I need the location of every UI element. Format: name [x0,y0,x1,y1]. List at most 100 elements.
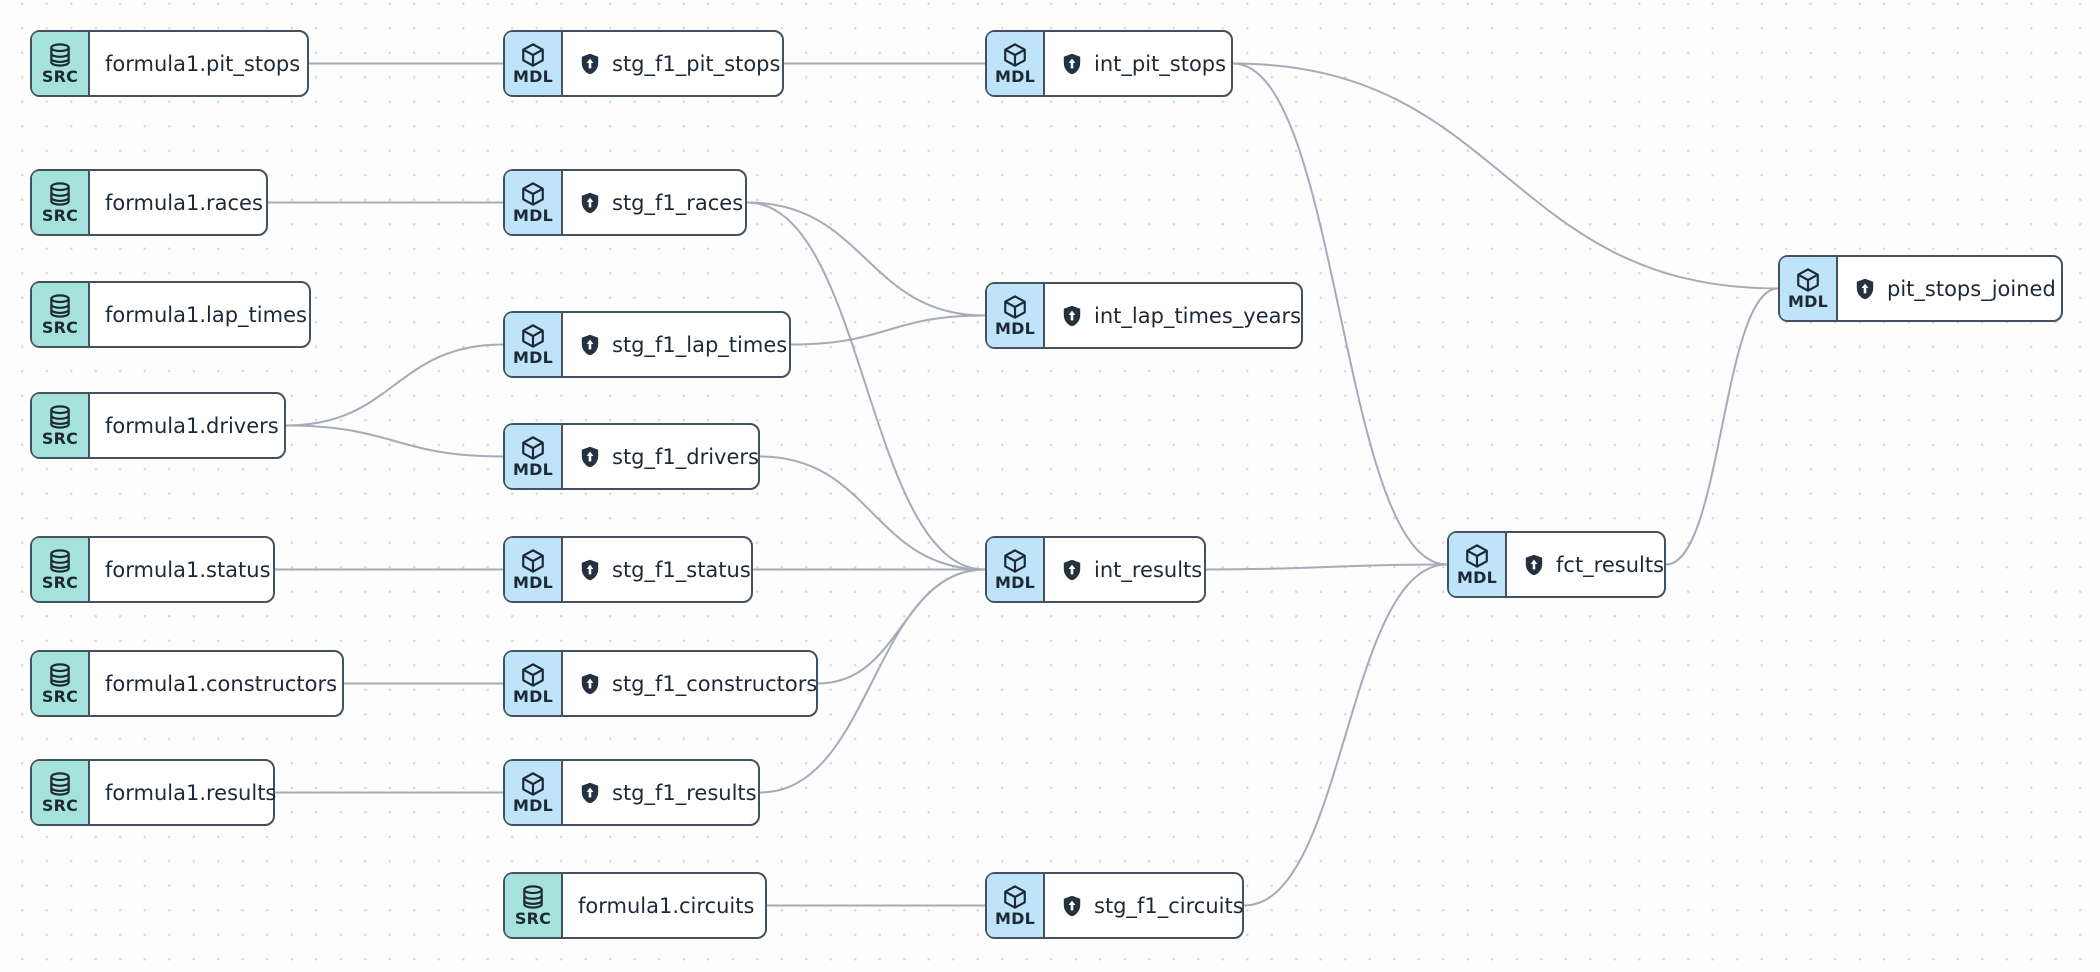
node-label: formula1.pit_stops [105,51,301,76]
lineage-node-formula1.pit_stops[interactable]: SRC formula1.pit_stops [30,30,309,97]
cube-icon [520,771,546,797]
lineage-node-stg_f1_races[interactable]: MDL stg_f1_races [503,169,747,236]
node-label: formula1.lap_times [105,302,307,327]
node-label: stg_f1_constructors [612,671,818,696]
shield-icon [578,781,602,805]
edge-stg_f1_races--int_lap_times_years [746,201,986,317]
lineage-node-formula1.drivers[interactable]: SRC formula1.drivers [30,392,286,459]
database-icon [520,884,546,910]
lineage-node-stg_f1_drivers[interactable]: MDL stg_f1_drivers [503,423,760,490]
node-label: fct_results [1556,552,1665,577]
cube-icon [520,42,546,68]
lineage-node-formula1.races[interactable]: SRC formula1.races [30,169,268,236]
node-type-badge: MDL [505,32,563,95]
lineage-node-stg_f1_circuits[interactable]: MDL stg_f1_circuits [985,872,1244,939]
node-label: formula1.constructors [105,671,338,696]
lineage-node-stg_f1_constructors[interactable]: MDL stg_f1_constructors [503,650,818,717]
lineage-node-pit_stops_joined[interactable]: MDL pit_stops_joined [1778,255,2063,322]
node-type-badge: MDL [987,874,1045,937]
cube-icon [520,435,546,461]
node-type-label: MDL [995,573,1035,592]
node-type-label: MDL [995,67,1035,86]
node-type-badge: MDL [987,538,1045,601]
edge-stg_f1_lap_times--int_lap_times_years [790,314,986,346]
shield-icon [578,672,602,696]
node-type-badge: MDL [987,32,1045,95]
edge-stg_f1_circuits--fct_results [1243,563,1448,907]
database-icon [47,404,73,430]
edge-formula1.drivers--stg_f1_lap_times [285,343,504,427]
node-type-label: SRC [41,429,79,448]
node-type-label: SRC [41,318,79,337]
cube-icon [1795,267,1821,293]
node-type-label: MDL [513,206,553,225]
database-icon [47,181,73,207]
node-type-label: MDL [995,909,1035,928]
shield-icon [578,333,602,357]
node-label: formula1.races [105,190,263,215]
lineage-node-formula1.lap_times[interactable]: SRC formula1.lap_times [30,281,311,348]
lineage-node-formula1.constructors[interactable]: SRC formula1.constructors [30,650,344,717]
shield-icon [578,558,602,582]
node-label: formula1.status [105,557,271,582]
lineage-node-formula1.status[interactable]: SRC formula1.status [30,536,275,603]
node-label: stg_f1_drivers [612,444,759,469]
edge-int_results--fct_results [1205,563,1448,571]
shield-icon [1853,277,1877,301]
edge-formula1.drivers--stg_f1_drivers [285,424,504,458]
node-type-label: SRC [41,796,79,815]
node-label: int_pit_stops [1094,51,1227,76]
node-type-label: SRC [41,67,79,86]
lineage-node-int_pit_stops[interactable]: MDL int_pit_stops [985,30,1233,97]
lineage-node-stg_f1_lap_times[interactable]: MDL stg_f1_lap_times [503,311,791,378]
node-type-label: MDL [1457,568,1497,587]
node-label: stg_f1_results [612,780,757,805]
node-type-label: SRC [514,909,552,928]
edge-stg_f1_drivers--int_results [759,455,986,571]
node-type-badge: SRC [32,283,90,346]
node-label: pit_stops_joined [1887,276,2056,301]
node-type-badge: MDL [505,313,563,376]
node-type-badge: MDL [505,171,563,234]
node-label: formula1.circuits [578,893,755,918]
edge-stg_f1_races--int_results [746,201,986,571]
node-type-badge: SRC [32,761,90,824]
edge-fct_results--pit_stops_joined [1665,287,1779,566]
edge-stg_f1_constructors--int_results [817,568,986,685]
cube-icon [1002,548,1028,574]
shield-icon [1060,558,1084,582]
cube-icon [520,181,546,207]
database-icon [47,548,73,574]
database-icon [47,42,73,68]
node-label: stg_f1_circuits [1094,893,1244,918]
node-label: int_lap_times_years [1094,303,1302,328]
lineage-node-stg_f1_results[interactable]: MDL stg_f1_results [503,759,760,826]
database-icon [47,293,73,319]
cube-icon [1002,884,1028,910]
shield-icon [1060,894,1084,918]
node-label: formula1.drivers [105,413,279,438]
node-type-badge: SRC [32,32,90,95]
lineage-node-stg_f1_status[interactable]: MDL stg_f1_status [503,536,753,603]
database-icon [47,662,73,688]
lineage-node-fct_results[interactable]: MDL fct_results [1447,531,1666,598]
node-label: stg_f1_status [612,557,751,582]
lineage-node-stg_f1_pit_stops[interactable]: MDL stg_f1_pit_stops [503,30,784,97]
lineage-node-formula1.results[interactable]: SRC formula1.results [30,759,276,826]
node-type-badge: MDL [505,761,563,824]
node-type-label: SRC [41,687,79,706]
lineage-node-int_results[interactable]: MDL int_results [985,536,1206,603]
node-type-badge: SRC [32,652,90,715]
node-type-badge: MDL [1780,257,1838,320]
node-label: stg_f1_pit_stops [612,51,781,76]
node-type-badge: SRC [32,538,90,601]
node-type-label: MDL [513,573,553,592]
node-type-badge: MDL [1449,533,1507,596]
lineage-node-formula1.circuits[interactable]: SRC formula1.circuits [503,872,767,939]
node-type-label: SRC [41,573,79,592]
cube-icon [520,662,546,688]
node-type-label: MDL [513,67,553,86]
lineage-node-int_lap_times_years[interactable]: MDL int_lap_times_years [985,282,1303,349]
